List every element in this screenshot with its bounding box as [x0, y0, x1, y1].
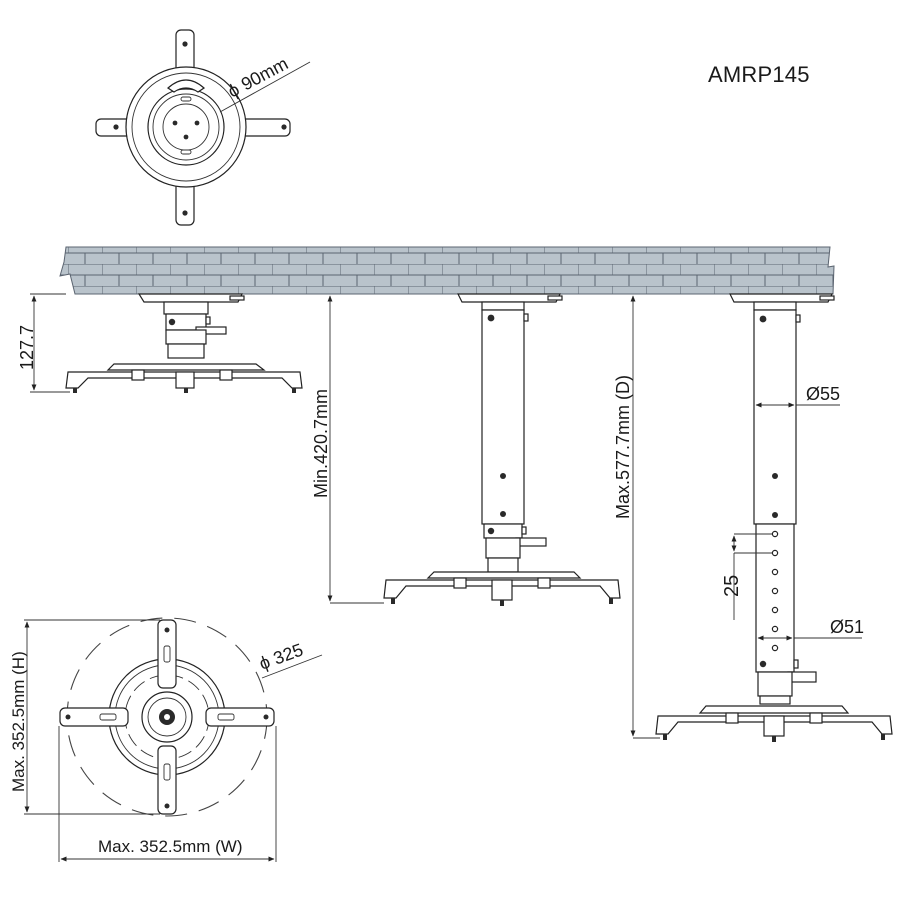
- compact-height-label: 127.7: [17, 325, 37, 370]
- max-height-label: Max.577.7mm (D): [613, 375, 633, 519]
- hole-pitch-label: 25: [721, 575, 743, 597]
- side-view-compact: 127.7: [17, 293, 303, 393]
- top-view-mount: ϕ 90mm: [95, 29, 311, 226]
- bottom-width-label: Max. 352.5mm (W): [98, 837, 243, 856]
- side-view-max: Max.577.7mm (D) Ø55 Ø51 25: [613, 293, 893, 742]
- model-title: AMRP145: [708, 62, 810, 87]
- ceiling-brick: [30, 246, 835, 295]
- min-height-label: Min.420.7mm: [311, 389, 331, 498]
- side-view-min: Min.420.7mm: [311, 293, 621, 606]
- bottom-view-mount: ϕ 325 Max. 352.5mm (H) Max. 352.5mm (W): [9, 617, 323, 862]
- inner-tube-diameter-label: Ø51: [830, 617, 864, 637]
- bottom-circle-diameter-label: ϕ 325: [257, 640, 306, 674]
- bottom-height-label: Max. 352.5mm (H): [9, 651, 28, 792]
- outer-tube-diameter-label: Ø55: [806, 384, 840, 404]
